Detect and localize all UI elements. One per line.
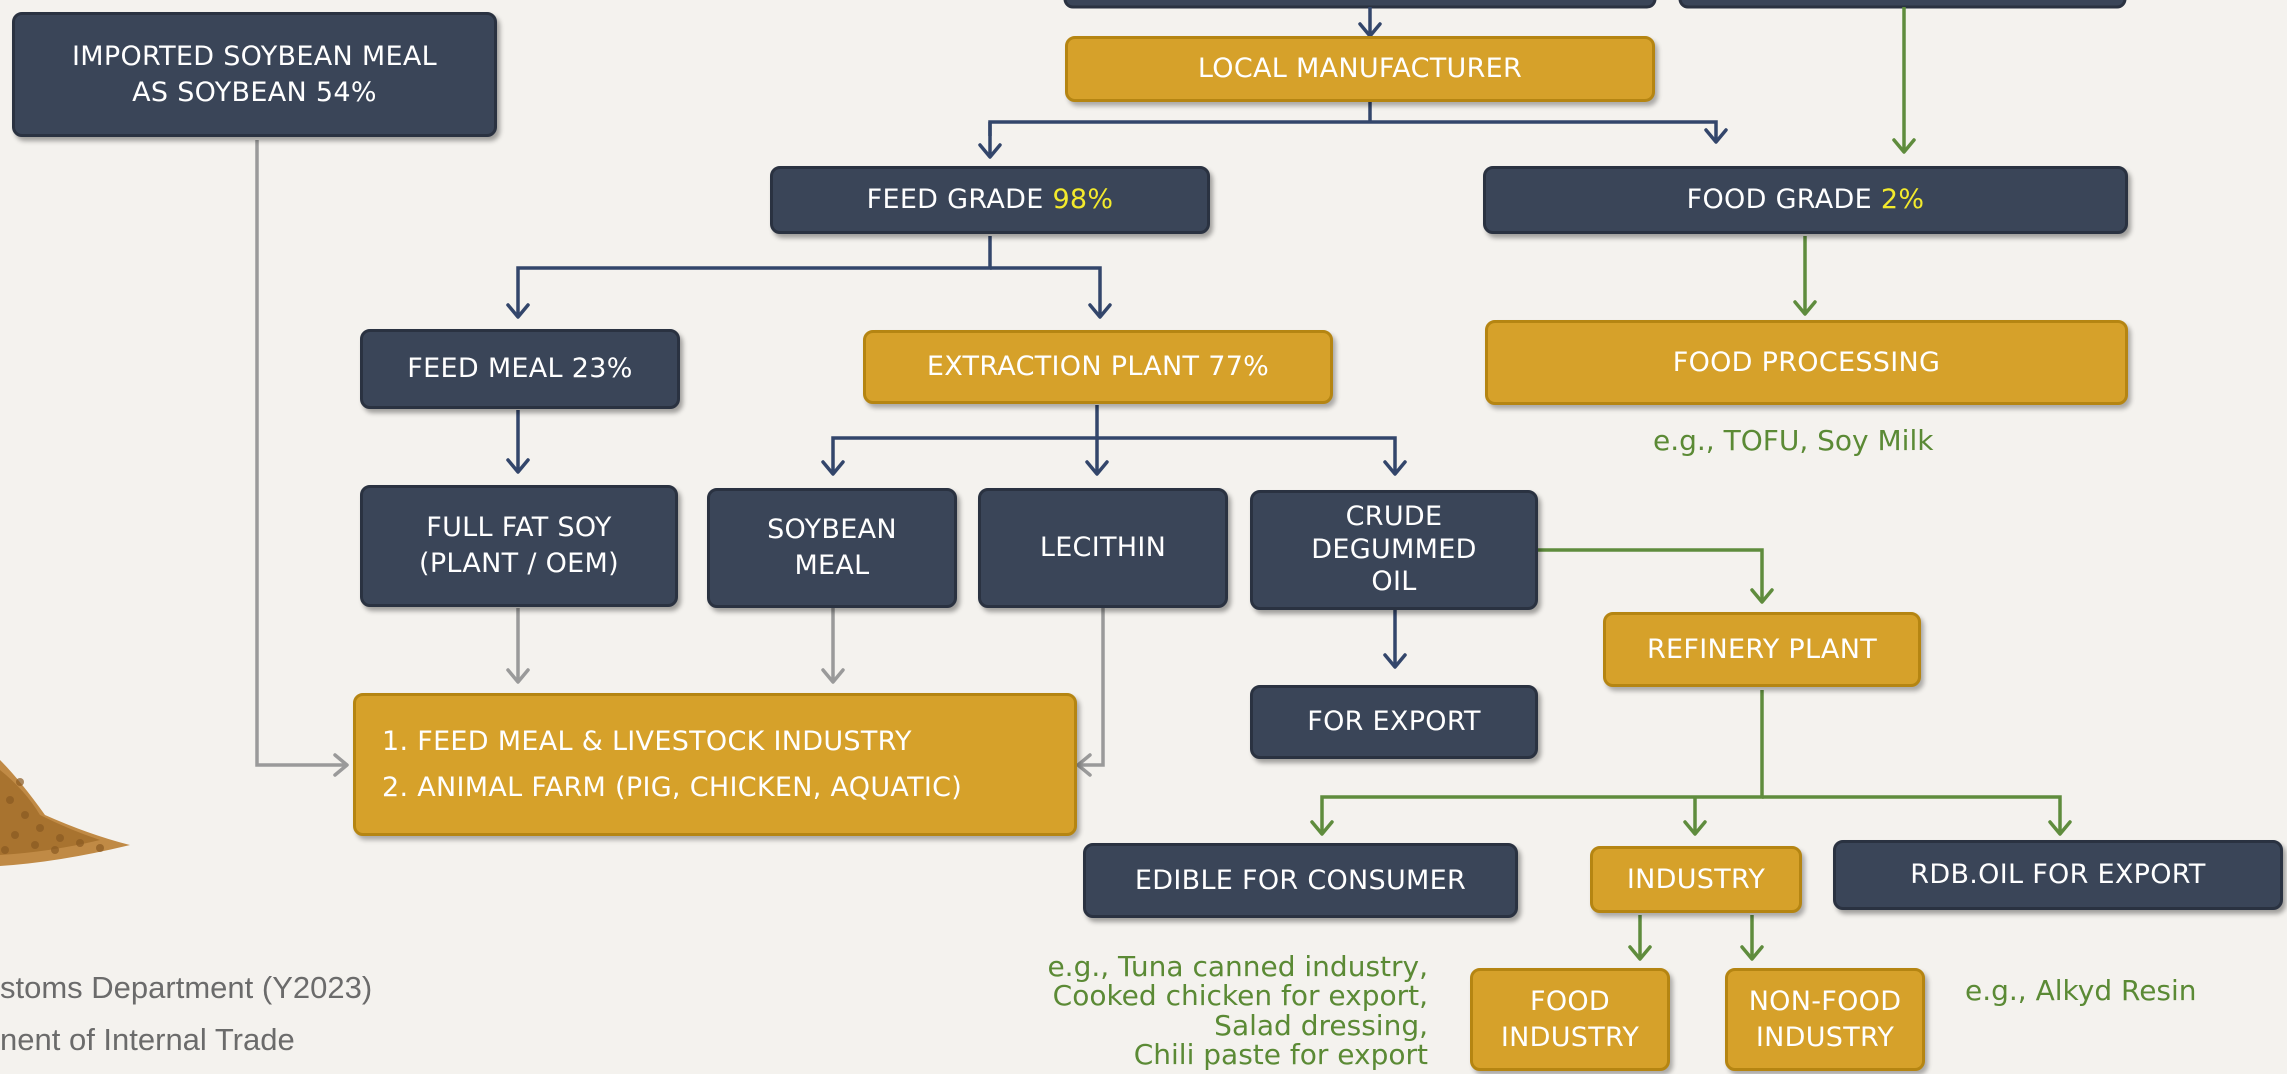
crude-degummed-oil-box: CRUDE DEGUMMED OIL — [1250, 490, 1538, 610]
arrow-crude-to-refinery — [1538, 548, 1764, 600]
for-export-box: FOR EXPORT — [1250, 685, 1538, 759]
refinery-plant-box: REFINERY PLANT — [1603, 612, 1921, 687]
food-processing-box: FOOD PROCESSING — [1485, 320, 2128, 405]
top-right-partial-box — [1678, 0, 2127, 9]
food-industry-box: FOOD INDUSTRY — [1470, 968, 1670, 1071]
food-grade-label: FOOD GRADE — [1686, 184, 1881, 216]
food-industry-example-note: e.g., Tuna canned industry, Cooked chick… — [1047, 950, 1428, 1072]
top-left-partial-box — [1063, 0, 1657, 9]
feed-grade-label: FEED GRADE — [866, 184, 1053, 216]
food-processing-example-note: e.g., TOFU, Soy Milk — [1653, 424, 1934, 457]
food-grade-box: FOOD GRADE 2% — [1483, 166, 2128, 234]
green-arrowheads — [1310, 138, 2072, 961]
local-manufacturer-box: LOCAL MANUFACTURER — [1065, 36, 1655, 102]
edible-for-consumer-box: EDIBLE FOR CONSUMER — [1083, 843, 1518, 918]
source-line-customs: stoms Department (Y2023) — [0, 970, 373, 1005]
feed-grade-box: FEED GRADE 98% — [770, 166, 1210, 234]
navy-connectors — [516, 7, 1718, 665]
feed-grade-percent: 98% — [1052, 184, 1114, 216]
grey-connectors — [255, 140, 1105, 767]
arrow-local-manufacturer-split — [988, 100, 1718, 140]
grey-arrowheads — [333, 668, 1092, 777]
imported-soybean-meal-box: IMPORTED SOYBEAN MEAL AS SOYBEAN 54% — [12, 12, 497, 137]
non-food-example-note: e.g., Alkyd Resin — [1965, 974, 2197, 1007]
source-line-internal-trade: nent of Internal Trade — [0, 1022, 295, 1057]
arrow-to-soybean-meal — [831, 405, 1099, 472]
full-fat-soy-box: FULL FAT SOY (PLANT / OEM) — [360, 485, 678, 607]
arrow-to-extraction-plant — [990, 266, 1102, 315]
lecithin-box: LECITHIN — [978, 488, 1228, 608]
arrow-to-rdb-oil — [1762, 795, 2062, 832]
food-grade-percent: 2% — [1880, 184, 1925, 216]
arrow-to-edible — [1320, 690, 1764, 832]
soybean-meal-box: SOYBEAN MEAL — [707, 488, 957, 608]
arrow-lecithin-to-livestock — [1080, 608, 1105, 767]
industry-box: INDUSTRY — [1590, 846, 1802, 913]
rdb-oil-for-export-box: RDB.OIL FOR EXPORT — [1833, 840, 2283, 910]
soybean-pile-image — [0, 760, 130, 866]
non-food-industry-box: NON-FOOD INDUSTRY — [1725, 968, 1925, 1071]
feed-meal-livestock-box: 1. FEED MEAL & LIVESTOCK INDUSTRY 2. ANI… — [353, 693, 1077, 836]
navy-arrowheads — [506, 22, 1728, 669]
green-connectors — [1320, 7, 2062, 957]
arrow-to-crude-oil — [1097, 436, 1397, 472]
arrow-imported-to-livestock — [255, 140, 345, 767]
extraction-plant-box: EXTRACTION PLANT 77% — [863, 330, 1333, 404]
arrow-to-feed-meal — [516, 236, 992, 315]
feed-meal-box: FEED MEAL 23% — [360, 329, 680, 409]
